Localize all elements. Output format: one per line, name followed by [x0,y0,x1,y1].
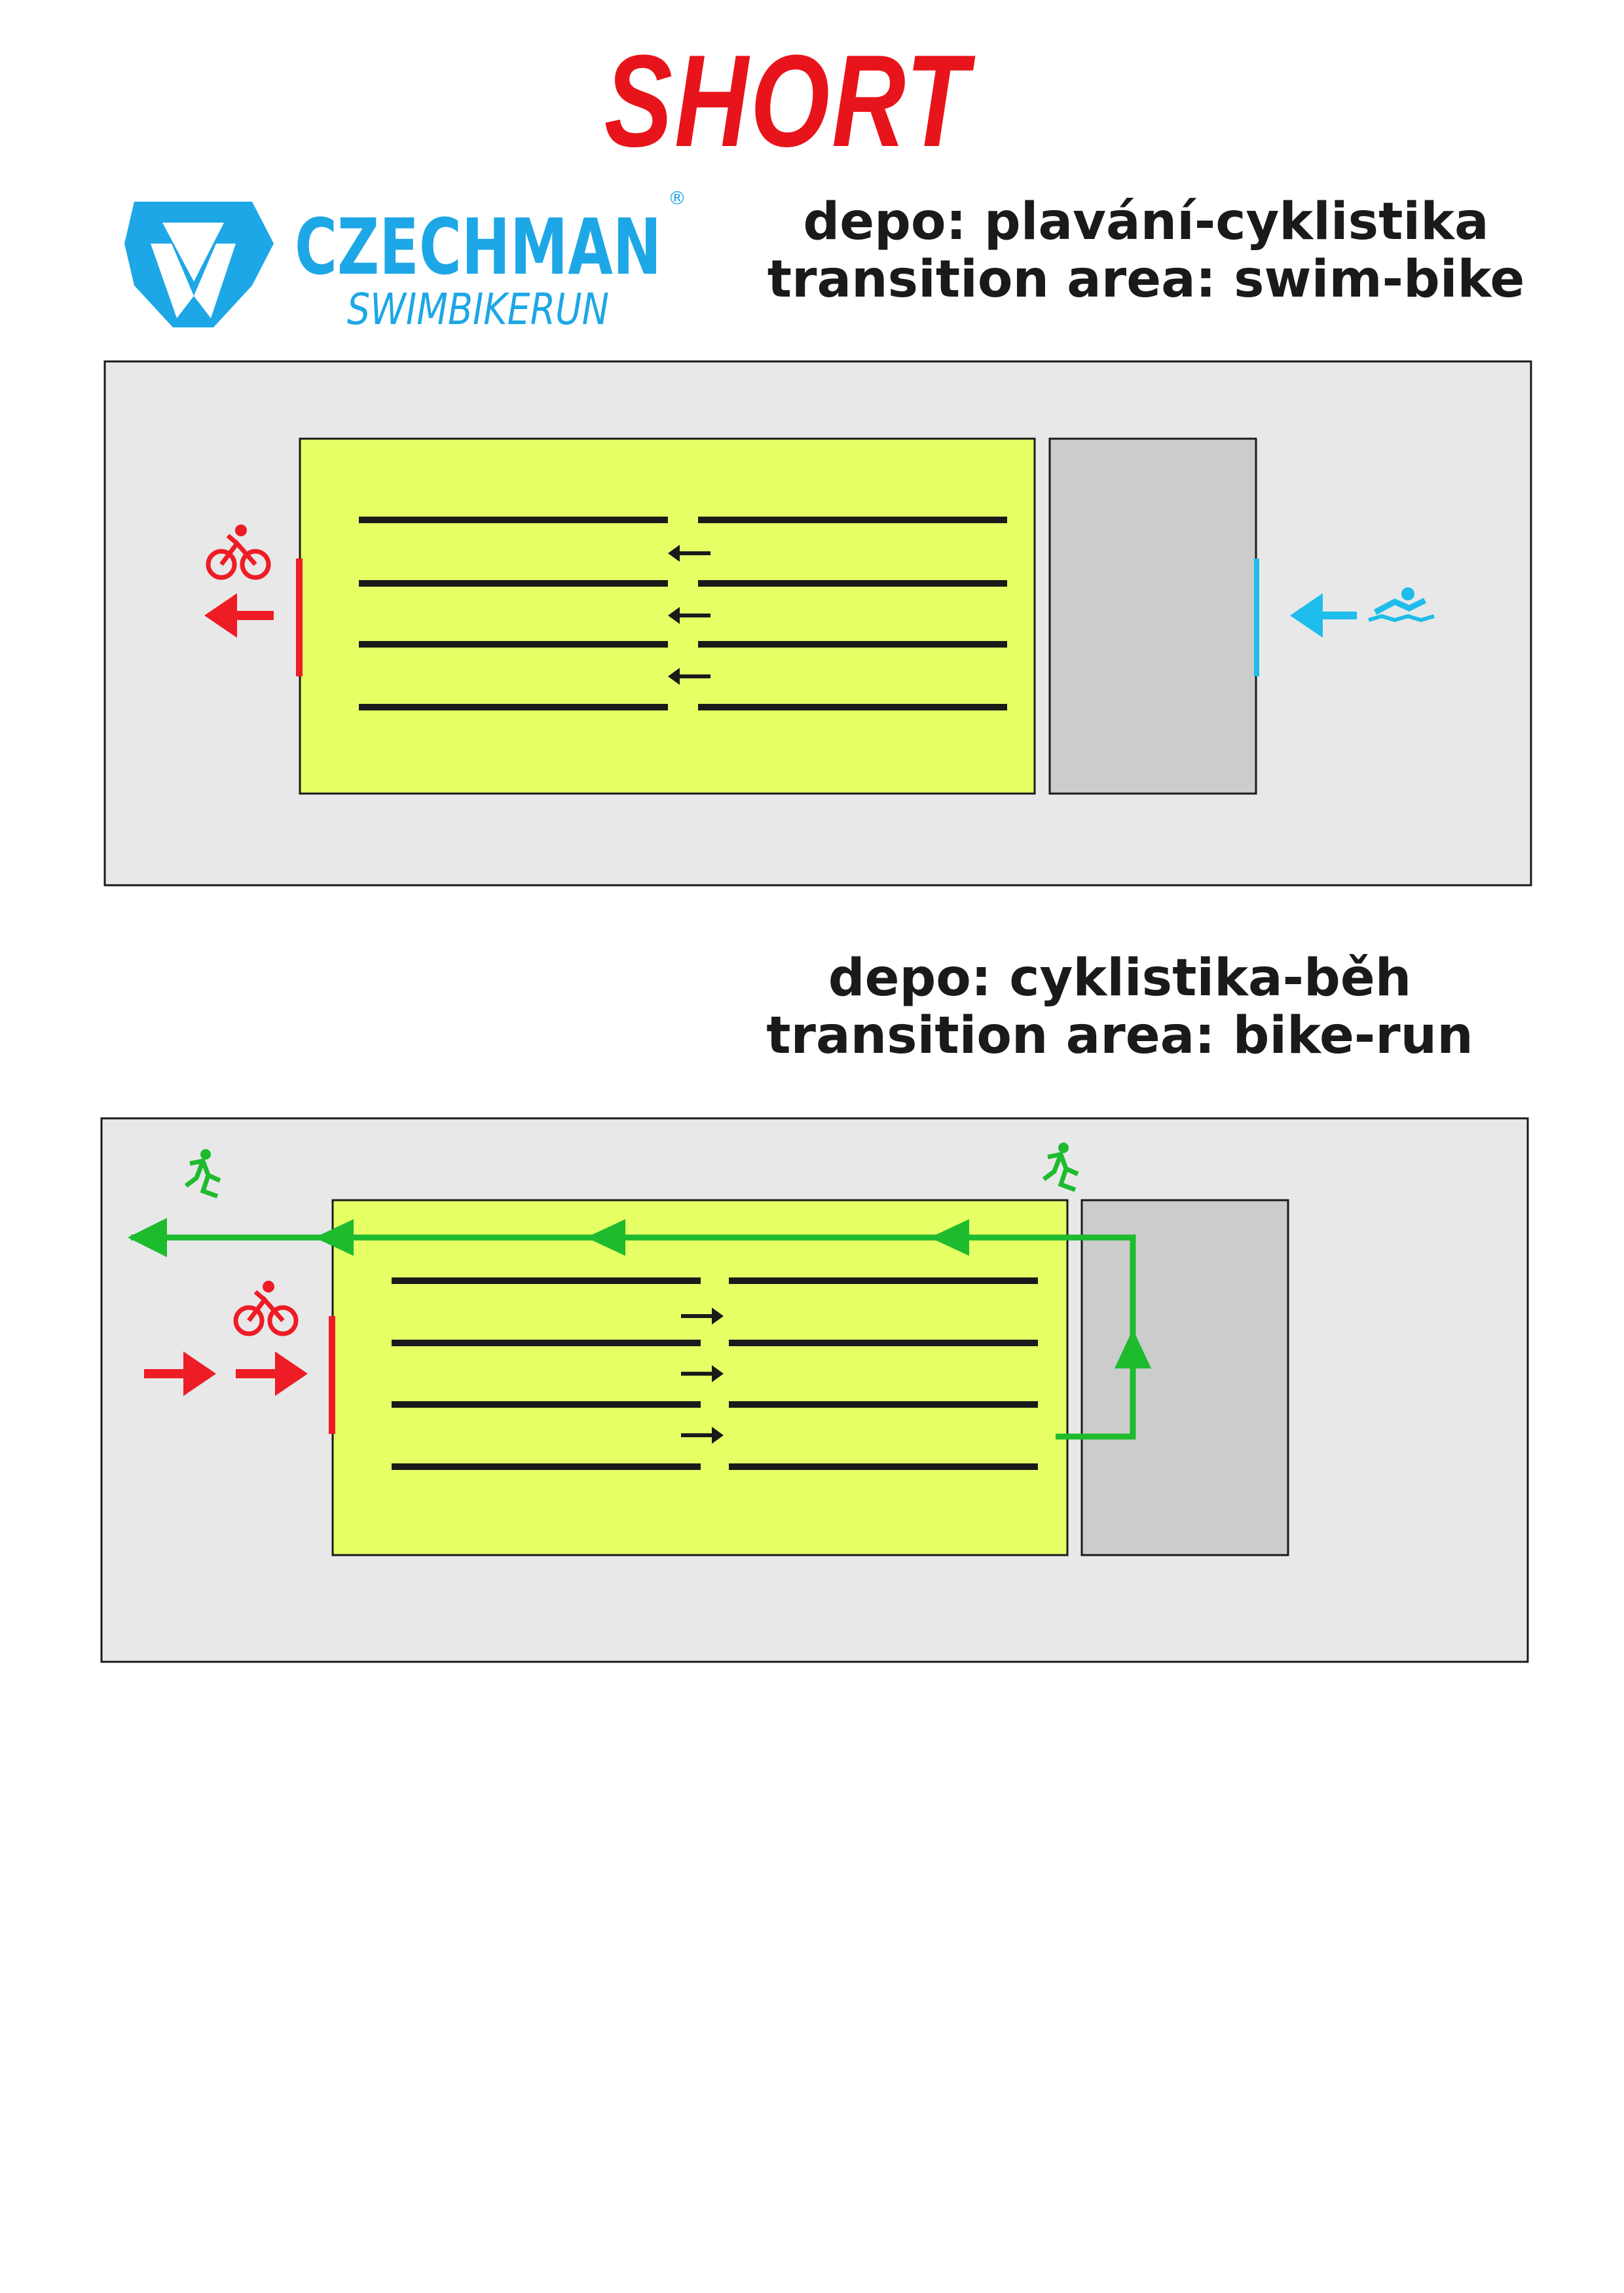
arrow-right-icon [681,1427,724,1444]
arrow-right-icon [681,1308,724,1325]
page-title: SHORT [604,28,970,174]
run-arrow-up-icon [1115,1329,1151,1368]
arrow-right-icon [681,1365,724,1382]
runner-icon [1042,1143,1079,1192]
runner-icon [184,1149,221,1199]
cyclist-icon [206,524,271,580]
logo-tagline: SWIMBIKERUN [347,284,609,335]
czechman-logo: CZECHMAN ® SWIMBIKERUN [124,187,686,335]
swim-bike-tent [1048,437,1257,795]
logo-name: CZECHMAN [295,202,661,292]
swimmer-icon [1368,587,1435,623]
swim-bike-diagram [103,360,1532,887]
section-1-heading-en: transition area: swim-bike [767,250,1525,309]
arrow-left-icon [668,545,710,562]
section-1-heading-cz: depo: plavání-cyklistika [803,193,1489,251]
run-arrow-left-icon [930,1219,969,1256]
logo-emblem-icon [124,202,274,327]
bike-run-transition-area [331,1199,1069,1556]
bike-in-arrow-icon [144,1351,216,1396]
swim-bike-transition-area [299,437,1036,795]
run-out-arrow-icon [128,1218,167,1257]
cyclist-icon [233,1281,299,1336]
bike-run-tent [1080,1199,1289,1556]
arrow-left-icon [668,668,710,685]
section-2-heading-cz: depo: cyklistika-běh [828,949,1412,1008]
arrow-left-icon [668,607,710,624]
bike-in-arrow-icon [236,1351,308,1396]
section-1-heading: depo: plavání-cyklistika transition area… [766,193,1526,308]
run-arrow-left-icon [314,1219,354,1256]
section-2-heading: depo: cyklistika-běh transition area: bi… [740,949,1500,1065]
bike-run-direction-arrows [681,1308,724,1444]
swim-in-arrow-icon [1290,593,1357,638]
run-arrow-left-icon [586,1219,625,1256]
bike-out-arrow-icon [204,593,274,638]
swim-bike-direction-arrows [668,545,710,685]
swim-bike-bike-racks [359,517,1007,710]
run-route [128,1218,1151,1440]
bike-run-diagram [100,1117,1529,1663]
bike-run-bike-racks [392,1277,1038,1470]
section-2-heading-en: transition area: bike-run [766,1006,1473,1065]
logo-registered-mark: ® [668,187,686,209]
